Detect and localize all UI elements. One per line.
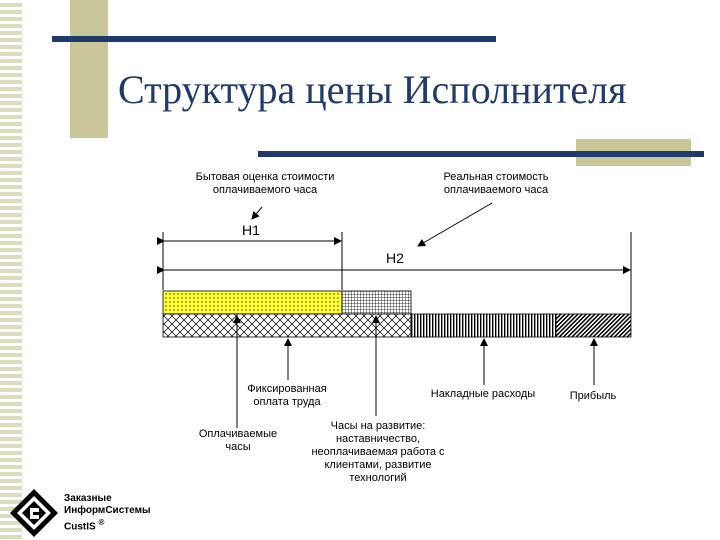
- label-real-cost: Реальная стоимость оплачиваемого часа: [443, 171, 549, 196]
- segment-development-grid: [341, 290, 412, 315]
- label-overhead: Накладные расходы: [430, 388, 536, 400]
- arrow-household-estimate: [251, 206, 263, 220]
- segment-paid-hours-yellow: [162, 290, 343, 315]
- registered-mark: ®: [98, 518, 105, 527]
- top-rule: [52, 36, 496, 42]
- label-fixed-pay: Фиксированная оплата труда: [247, 383, 327, 408]
- segment-fixed-pay: [162, 313, 412, 338]
- logo-line-3: CustIS: [64, 521, 96, 533]
- label-h2: H2: [386, 250, 404, 266]
- segment-overhead: [410, 313, 557, 338]
- company-logo-text: Заказные ИнформСистемы CustIS ®: [64, 493, 151, 533]
- label-development-hours: Часы на развитие: наставничество, неопла…: [311, 420, 445, 484]
- label-paid-hours: Оплачиваемые часы: [198, 428, 278, 453]
- mid-rule: [258, 151, 704, 157]
- accent-block-top: [70, 0, 108, 138]
- logo-line-2: ИнформСистемы: [64, 505, 151, 516]
- logo-line-1: Заказные: [64, 493, 112, 504]
- label-household-estimate: Бытовая оценка стоимости оплачиваемого ч…: [195, 171, 335, 196]
- label-profit: Прибыль: [569, 390, 617, 402]
- label-h1: H1: [242, 222, 260, 238]
- segment-profit: [555, 313, 632, 338]
- page-title: Структура цены Исполнителя: [118, 67, 627, 112]
- custis-logo-icon: [10, 489, 58, 537]
- left-stripe-decoration: [0, 0, 22, 540]
- arrow-real-cost: [417, 202, 493, 247]
